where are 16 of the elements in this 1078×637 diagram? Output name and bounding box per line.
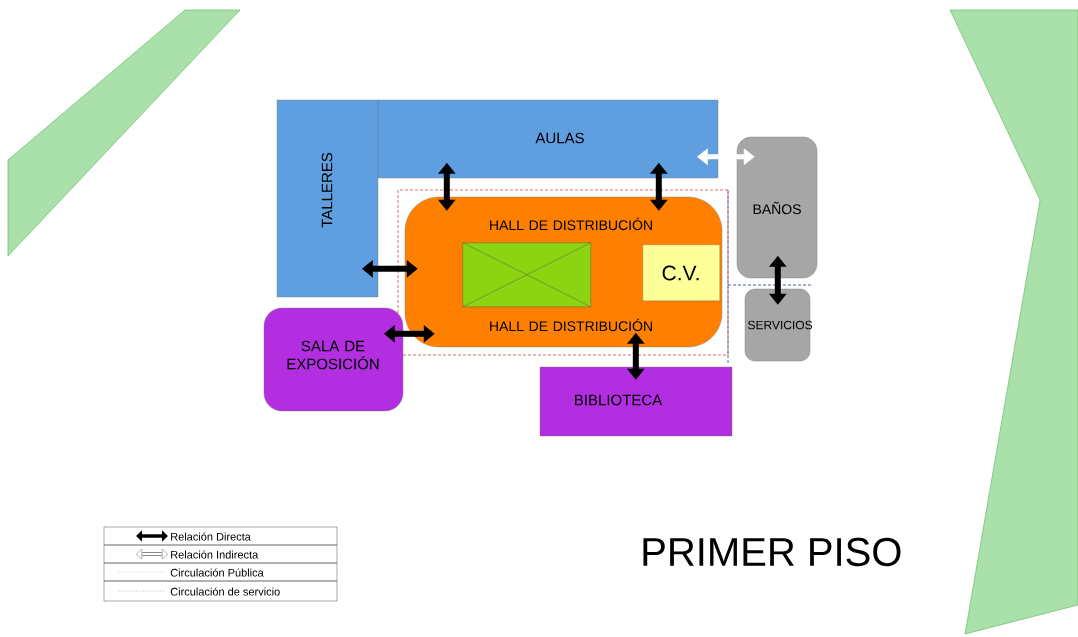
room-label: SERVICIOS <box>748 320 813 330</box>
room-label: BAÑOS <box>753 201 801 215</box>
room-label: BIBLIOTECA <box>575 394 663 406</box>
room-label: SALA DE EXPOSICIÓN <box>287 340 379 370</box>
legend-row: Relación Indirecta <box>103 544 338 564</box>
legend-row: Circulación de servicio <box>103 580 338 602</box>
room-label: AULAS <box>535 132 584 144</box>
void-box <box>462 242 592 308</box>
legend-row: Circulación Pública <box>103 562 338 582</box>
double-arrow <box>697 148 755 166</box>
title: PRIMER PISO <box>643 537 901 567</box>
room-label: HALL DE DISTRIBUCIÓN <box>490 318 652 332</box>
room-label: TALLERES <box>321 152 333 228</box>
room-label: C.V. <box>662 265 699 281</box>
legend-row: Relación Directa <box>103 526 338 546</box>
room-label: HALL DE DISTRIBUCIÓN <box>490 217 652 231</box>
